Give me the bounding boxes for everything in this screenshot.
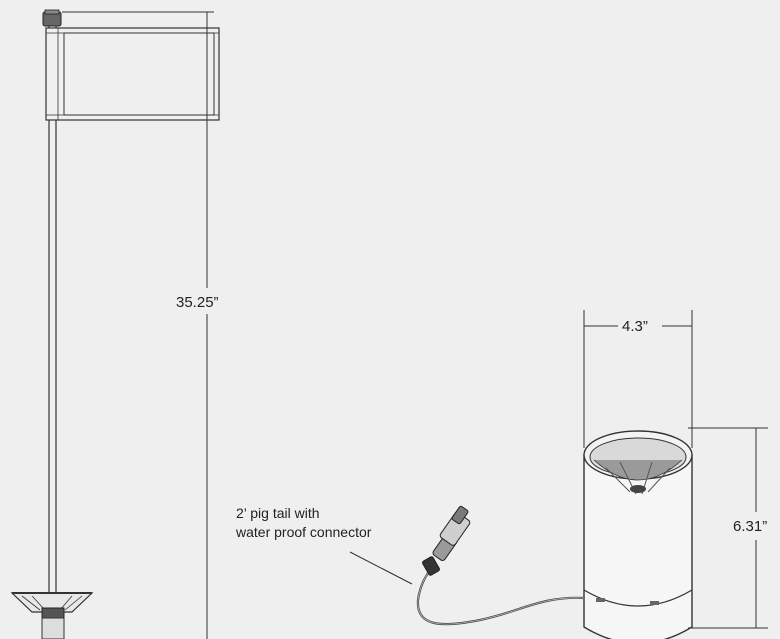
pole-base-stem xyxy=(41,617,65,639)
pole-height-label: 35.25” xyxy=(176,294,219,311)
cup-band-marker-left xyxy=(596,598,605,602)
pigtail-cable xyxy=(416,569,585,626)
cup-height-dimension xyxy=(688,427,768,629)
annotation-line-2: water proof connector xyxy=(235,524,372,540)
pole-height-dimension xyxy=(62,11,214,639)
annotation-leader-line xyxy=(349,551,413,585)
cup-body xyxy=(583,455,693,639)
pigtail-wire-highlight xyxy=(417,569,585,625)
rain-gauge-cup xyxy=(583,430,693,639)
flag-pole-assembly xyxy=(10,9,220,639)
cup-funnel-vanes xyxy=(605,461,671,495)
cup-funnel-center xyxy=(630,485,646,493)
pole-cap-top xyxy=(44,9,60,15)
waterproof-connector xyxy=(422,505,471,576)
cup-diameter-dimension xyxy=(583,310,693,448)
connector-strain-relief xyxy=(422,556,440,576)
cup-band-marker-right xyxy=(650,601,659,605)
flag-outer xyxy=(45,27,220,121)
cup-lower-band xyxy=(583,589,693,607)
pigtail-wire xyxy=(416,569,585,626)
pole-base-collar xyxy=(41,607,65,619)
cup-height-label: 6.31” xyxy=(733,518,767,535)
connector-tip xyxy=(451,505,469,525)
cup-funnel xyxy=(593,459,683,481)
pole-base-ribs xyxy=(21,595,83,611)
cup-diameter-label: 4.3” xyxy=(622,318,648,335)
annotation-line-1: 2’ pig tail with xyxy=(236,505,320,521)
